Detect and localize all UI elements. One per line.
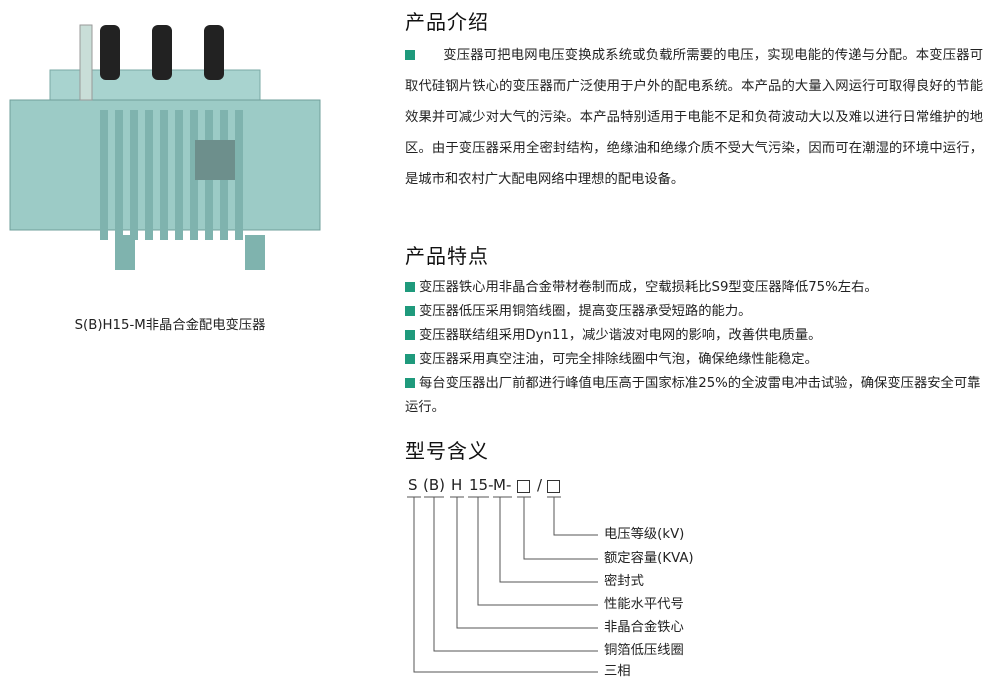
feature-text: 变压器联结组采用Dyn11，减少谐波对电网的影响，改善供电质量。 [419,328,822,343]
bullet-icon [405,50,415,60]
label-core: 非晶合金铁心 [604,620,684,635]
label-phase: 三相 [604,664,631,679]
feature-item: 变压器采用真空注油，可完全排除线圈中气泡，确保绝缘性能稳定。 [405,348,983,372]
feature-text: 变压器铁心用非晶合金带材卷制而成，空载损耗比S9型变压器降低75%左右。 [419,280,878,295]
feature-item: 每台变压器出厂前都进行峰值电压高于国家标准25%的全波雷电冲击试验，确保变压器安… [405,372,983,420]
code-slash: / [537,476,543,494]
feature-item: 变压器联结组采用Dyn11，减少谐波对电网的影响，改善供电质量。 [405,324,983,348]
code-b: (B) [423,476,445,494]
code-box-voltage [547,479,560,497]
intro-heading: 产品介绍 [405,10,489,34]
bullet-icon [405,354,415,364]
code-15: 15- [469,476,494,494]
bullet-icon [405,330,415,340]
feature-item: 变压器铁心用非晶合金带材卷制而成，空载损耗比S9型变压器降低75%左右。 [405,276,983,300]
label-voltage: 电压等级(kV) [604,527,685,542]
bullet-icon [405,378,415,388]
bullet-icon [405,306,415,316]
features-list: 变压器铁心用非晶合金带材卷制而成，空载损耗比S9型变压器降低75%左右。 变压器… [405,276,983,420]
label-coil: 铜箔低压线圈 [604,643,684,658]
bullet-icon [405,282,415,292]
label-sealed: 密封式 [604,574,644,589]
transformer-image [9,24,321,270]
label-capacity: 额定容量(KVA) [604,551,694,566]
feature-text: 每台变压器出厂前都进行峰值电压高于国家标准25%的全波雷电冲击试验，确保变压器安… [405,376,981,415]
feature-text: 变压器低压采用铜箔线圈，提高变压器承受短路的能力。 [419,304,752,319]
code-s: S [408,476,418,494]
feature-text: 变压器采用真空注油，可完全排除线圈中气泡，确保绝缘性能稳定。 [419,352,818,367]
code-h: H [451,476,463,494]
code-box-capacity [517,479,530,497]
intro-paragraph: 变压器可把电网电压变换成系统或负载所需要的电压，实现电能的传递与分配。本变压器可… [405,40,983,195]
features-heading: 产品特点 [405,244,489,268]
model-heading: 型号含义 [405,439,489,463]
label-performance: 性能水平代号 [604,597,684,612]
intro-text: 变压器可把电网电压变换成系统或负载所需要的电压，实现电能的传递与分配。本变压器可… [405,48,983,187]
code-m: M- [493,476,512,494]
feature-item: 变压器低压采用铜箔线圈，提高变压器承受短路的能力。 [405,300,983,324]
product-caption: S(B)H15-M非晶合金配电变压器 [74,318,266,333]
